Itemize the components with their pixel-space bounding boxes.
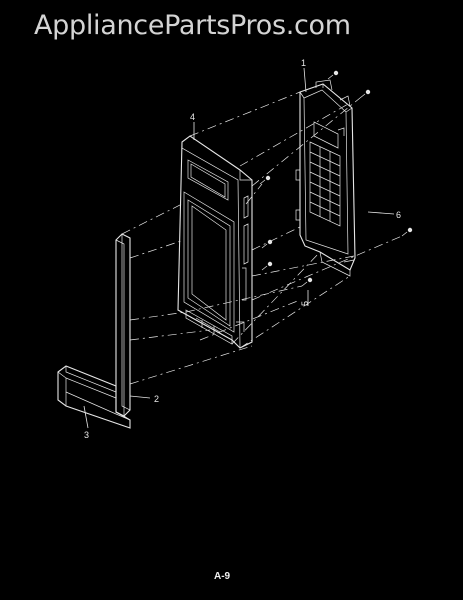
keypad-grid xyxy=(309,141,341,227)
callout-part-2: 2 xyxy=(154,394,159,404)
door-choke-part xyxy=(57,233,131,429)
callout-part-3: 3 xyxy=(84,430,89,440)
screws xyxy=(259,70,413,287)
callout-part-6: 6 xyxy=(396,210,401,220)
control-panel-part xyxy=(295,79,356,277)
callout-part-5: 5 xyxy=(300,301,310,306)
page-label: A-9 xyxy=(214,571,231,582)
door-frame-part xyxy=(177,135,253,349)
screw xyxy=(359,89,371,99)
watermark-text: AppliancePartsPros.com xyxy=(34,10,351,41)
screw xyxy=(261,261,273,271)
alignment-lines xyxy=(121,91,403,385)
screw xyxy=(301,277,313,287)
screw xyxy=(259,175,271,185)
screw xyxy=(327,70,339,80)
leader-lines xyxy=(83,67,395,429)
screw xyxy=(401,227,413,237)
callout-part-4: 4 xyxy=(190,112,195,122)
callout-part-1: 1 xyxy=(301,58,306,68)
